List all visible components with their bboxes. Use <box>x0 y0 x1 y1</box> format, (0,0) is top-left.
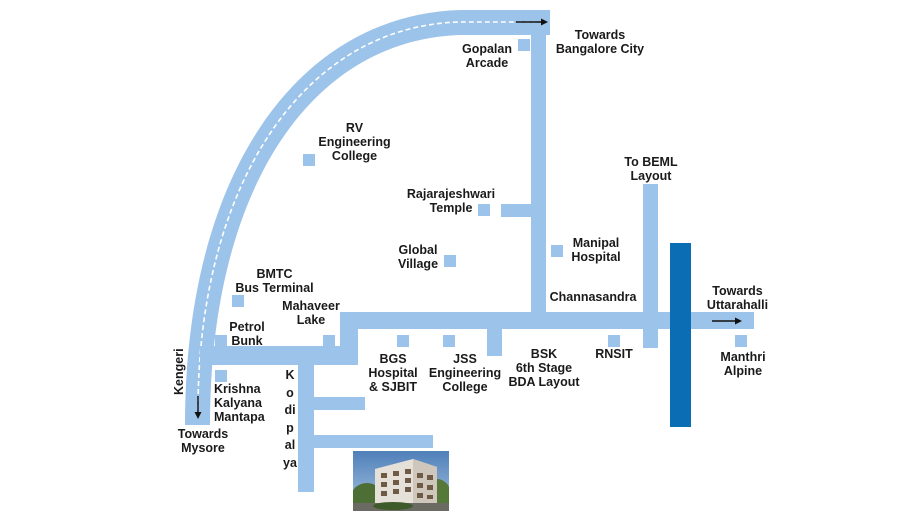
landmark-square-icon <box>444 255 456 267</box>
label-jss-college: JSS Engineering College <box>428 352 502 394</box>
landmark-square-icon <box>735 335 747 347</box>
label-global-village: Global Village <box>397 243 439 271</box>
road-bangalore-city <box>531 35 546 320</box>
road-kodipalya-spur2 <box>312 435 433 448</box>
road-petrol-bunk <box>200 346 358 365</box>
building-photo <box>353 451 449 511</box>
arrow-right-icon <box>516 18 548 26</box>
label-towards-mysore: Towards Mysore <box>177 427 229 455</box>
landmark-square-icon <box>232 295 244 307</box>
label-rnsit: RNSIT <box>595 347 633 361</box>
landmark-square-icon <box>478 204 490 216</box>
road-beml-lower <box>643 320 658 348</box>
label-kodipalya: Kodipalya <box>283 368 297 470</box>
landmark-square-icon <box>397 335 409 347</box>
label-towards-bangalore: Towards Bangalore City <box>555 28 645 56</box>
ring-road-dash <box>197 21 535 411</box>
label-channasandra: Channasandra <box>549 290 637 304</box>
label-bsk-6th-stage: BSK 6th Stage BDA Layout <box>508 347 580 389</box>
arrow-down-icon <box>194 396 202 419</box>
label-krishna-kalyana: Krishna Kalyana Mantapa <box>214 382 265 424</box>
landmark-square-icon <box>443 335 455 347</box>
arrow-right-icon <box>712 317 742 325</box>
landmark-square-icon <box>215 335 227 347</box>
label-manipal-hospital: Manipal Hospital <box>571 236 621 264</box>
label-towards-uttarahalli: Towards Uttarahalli <box>706 284 769 312</box>
rail-line <box>670 243 691 427</box>
label-mahaveer-lake: Mahaveer Lake <box>282 299 340 327</box>
label-rv-college: RV Engineering College <box>318 121 391 163</box>
landmark-square-icon <box>518 39 530 51</box>
landmark-square-icon <box>551 245 563 257</box>
road-beml <box>643 184 658 320</box>
outer-ring-road <box>185 10 550 425</box>
label-rajarajeshwari: Rajarajeshwari Temple <box>406 187 496 215</box>
landmark-square-icon <box>323 335 335 347</box>
road-bsk <box>487 320 502 356</box>
label-kengeri: Kengeri <box>172 348 186 395</box>
label-bgs-hospital: BGS Hospital & SJBIT <box>368 352 418 394</box>
label-to-beml: To BEML Layout <box>624 155 678 183</box>
road-main <box>340 312 754 329</box>
label-manthri-alpine: Manthri Alpine <box>720 350 766 378</box>
landmark-square-icon <box>303 154 315 166</box>
landmark-square-icon <box>608 335 620 347</box>
label-gopalan-arcade: Gopalan Arcade <box>461 42 512 70</box>
road-rajarajeshwari <box>501 204 533 217</box>
road-kodipalya <box>298 362 314 492</box>
landmark-square-icon <box>215 370 227 382</box>
road-connector <box>340 312 358 365</box>
label-bmtc: BMTC Bus Terminal <box>235 267 314 295</box>
label-petrol-bunk: Petrol Bunk <box>229 320 265 348</box>
road-kodipalya-spur1 <box>312 397 365 410</box>
